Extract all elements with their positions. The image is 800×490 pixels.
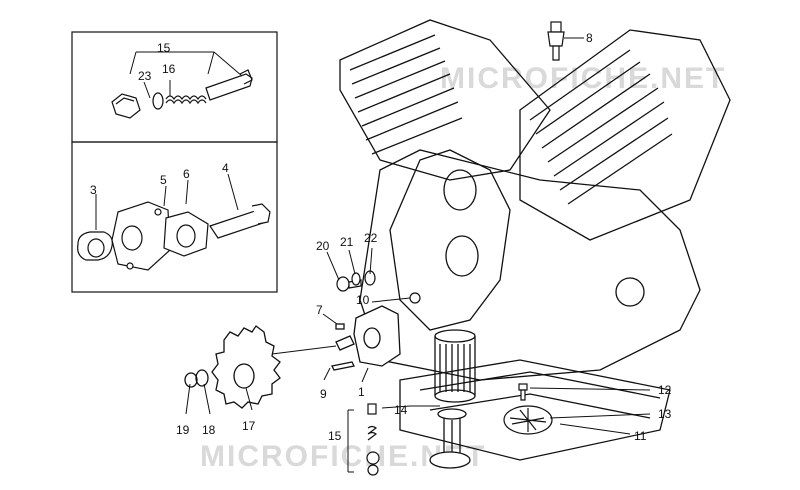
callout-labels: 15 23 16 3 5 6 4 8 20 21 22 7 10 9 1 19 … xyxy=(90,31,672,443)
callout-4: 4 xyxy=(222,161,229,175)
callout-15-main: 15 xyxy=(328,429,342,443)
leader-lines xyxy=(95,37,651,473)
callout-20: 20 xyxy=(316,239,330,253)
pump-drive-sprocket-drawing xyxy=(184,325,281,409)
oil-pressure-switch-drawing xyxy=(547,21,565,61)
callout-5: 5 xyxy=(160,173,167,187)
inset-relief-valve-box xyxy=(71,31,278,293)
callout-7: 7 xyxy=(316,303,323,317)
callout-6: 6 xyxy=(183,167,190,181)
sump-bolt-drawing xyxy=(518,383,528,401)
callout-21: 21 xyxy=(340,235,354,249)
callout-1: 1 xyxy=(358,385,365,399)
callout-22: 22 xyxy=(364,231,378,245)
oil-pump-body-drawing xyxy=(331,305,401,371)
oil-strainer-drawing xyxy=(503,405,553,435)
relief-valve-main-drawing xyxy=(366,403,380,476)
callout-13: 13 xyxy=(658,407,672,421)
callout-8: 8 xyxy=(586,31,593,45)
callout-17: 17 xyxy=(242,419,256,433)
callout-19: 19 xyxy=(176,423,190,437)
relief-valve-assembly-drawing xyxy=(111,69,253,119)
callout-23: 23 xyxy=(138,69,152,83)
callout-10: 10 xyxy=(356,293,370,307)
callout-16: 16 xyxy=(162,62,176,76)
engine-block-drawing xyxy=(339,19,731,461)
callout-15-inset: 15 xyxy=(157,41,171,55)
callout-3: 3 xyxy=(90,183,97,197)
watermark-top: MICROFICHE.NET xyxy=(440,62,726,95)
oil-filter-cartridge-drawing xyxy=(429,329,476,469)
callout-11: 11 xyxy=(634,429,647,443)
callout-12: 12 xyxy=(658,383,672,397)
callout-18: 18 xyxy=(202,423,216,437)
callout-14: 14 xyxy=(394,403,408,417)
callout-9: 9 xyxy=(320,387,327,401)
oil-pump-inset-drawing xyxy=(77,201,271,271)
